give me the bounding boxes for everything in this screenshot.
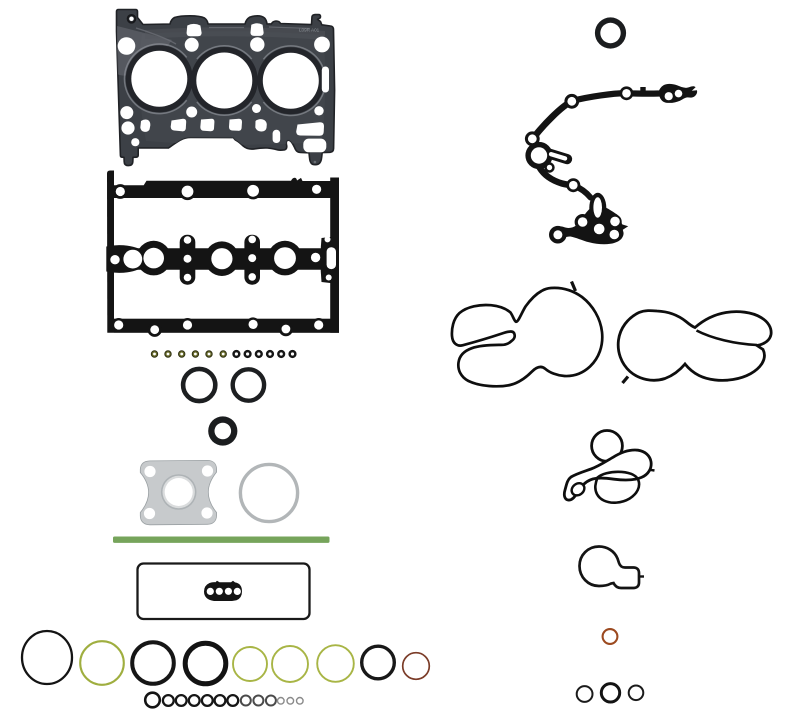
svg-text:L09R A01: L09R A01 (299, 28, 320, 33)
